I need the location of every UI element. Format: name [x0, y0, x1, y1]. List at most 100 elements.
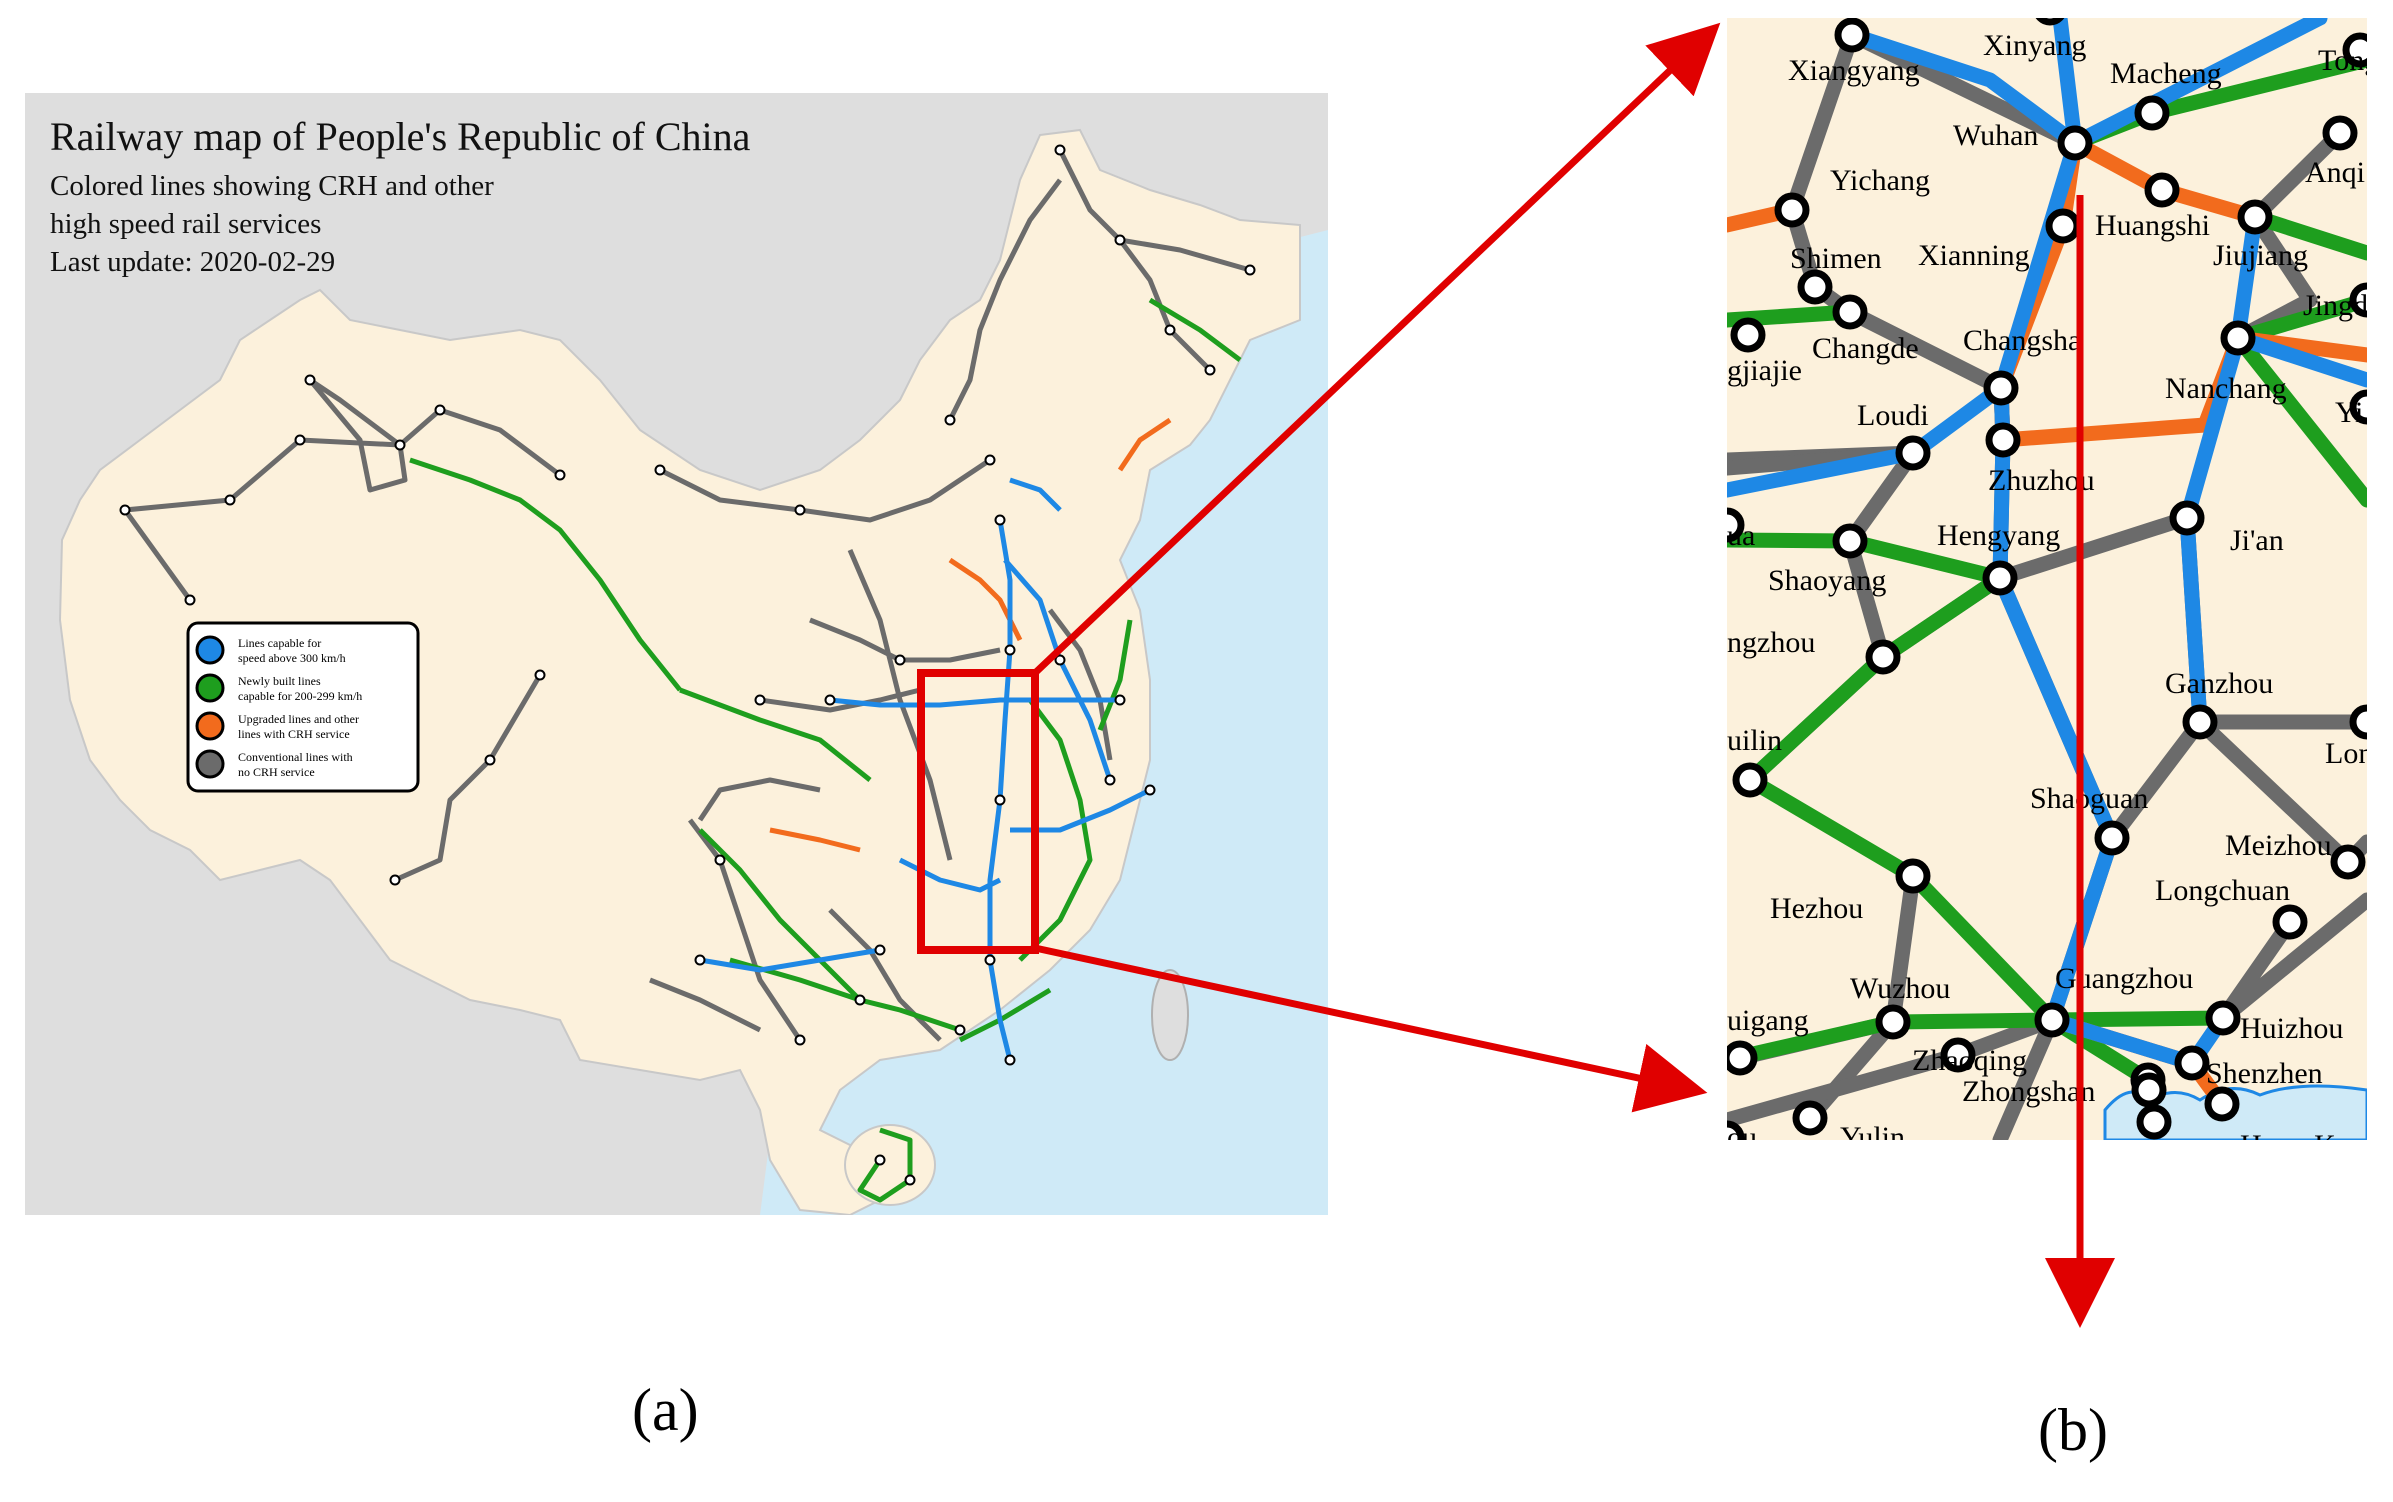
zoom-arrow-bottom: [1034, 944, 1708, 1113]
zoom-arrow-top: [1032, 22, 1721, 676]
station-a: [944, 414, 956, 426]
station-shaoyang: [1832, 523, 1868, 559]
station-a: [1164, 324, 1176, 336]
station-a: [1054, 654, 1066, 666]
station-maoming: [1727, 1120, 1745, 1140]
city-label-xianning: Xianning: [1918, 239, 2030, 272]
station-zhaoqing: [1940, 1037, 1976, 1073]
station-hezhou: [1895, 858, 1931, 894]
legend-label-4-line2: no CRH service: [238, 765, 315, 779]
map-title: Railway map of People's Republic of Chin…: [50, 114, 751, 159]
rail-line-a-conventional: [1057, 148, 1212, 372]
legend-swatch-3: [195, 711, 225, 741]
station-hongkong: [2204, 1086, 2240, 1122]
station-shenzhen: [2174, 1045, 2210, 1081]
panel-a-map: Railway map of People's Republic of Chin…: [25, 93, 1328, 1215]
rail-line-a-conventional: [308, 378, 408, 493]
rail-line-a-conventional: [658, 457, 992, 523]
rail-line-a-upgraded: [1117, 417, 1172, 472]
station-a: [904, 1174, 916, 1186]
rail-line-a-conventional: [649, 977, 762, 1033]
rail-line-b-conventional: [1992, 1012, 2060, 1140]
caption-a: (a): [632, 1377, 699, 1443]
station-wuhan: [2057, 125, 2093, 161]
rail-line-a-conventional: [1119, 237, 1251, 273]
caption-b: (b): [2038, 1397, 2108, 1463]
city-label-guilin: uilin: [1727, 724, 1782, 757]
city-label-hezhou: Hezhou: [1770, 892, 1863, 925]
rail-line-a-conventional: [122, 508, 193, 602]
station-a: [554, 469, 566, 481]
rail-line-a-hsr: [829, 697, 1120, 708]
city-label-zhongshan: Zhongshan: [1962, 1075, 2095, 1108]
legend-swatch-4: [195, 749, 225, 779]
city-label-jian: Ji'an: [2230, 524, 2284, 557]
rail-line-a-new: [1148, 297, 1242, 362]
zoom-highlight-box: [917, 669, 1039, 954]
legend-swatch-2: [195, 673, 225, 703]
city-label-longyan: Longya: [2325, 737, 2393, 770]
station-a: [874, 944, 886, 956]
station-xiangyang: [1834, 18, 1870, 53]
station-a: [754, 694, 766, 706]
station-a: [484, 754, 496, 766]
rail-line-b-conventional: [2247, 125, 2348, 225]
station-longchuan: [2272, 904, 2308, 940]
city-label-tongling: Tongli: [2318, 44, 2393, 77]
city-label-guigang: uigang: [1727, 1004, 1809, 1037]
station-guangzhou: [2034, 1002, 2070, 1038]
station-yichang: [1774, 192, 1810, 228]
rail-line-a-new: [857, 1127, 913, 1203]
legend-label-3-line2: lines with CRH service: [238, 727, 350, 741]
rail-line-b-new: [1727, 1010, 2231, 1068]
station-shimen: [1797, 269, 1833, 305]
station-a: [1004, 644, 1016, 656]
station-a: [1054, 144, 1066, 156]
city-label-shaoguan: Shaoguan: [2030, 782, 2148, 815]
station-a: [304, 374, 316, 386]
station-a: [1144, 784, 1156, 796]
rail-line-a-new: [679, 687, 872, 782]
station-a: [394, 439, 406, 451]
legend-swatch-1: [195, 635, 225, 665]
city-label-longchuan: Longchuan: [2155, 874, 2290, 907]
legend-label-1-line1: Lines capable for: [238, 636, 321, 650]
station-shaoguan: [2094, 820, 2130, 856]
rail-line-a-conventional: [828, 908, 942, 1042]
city-label-zhangjiajie: gjiajie: [1727, 354, 1802, 387]
legend-label-2-line2: capable for 200-299 km/h: [238, 689, 362, 703]
station-nanchang: [2220, 320, 2256, 356]
rail-line-a-conventional: [308, 377, 402, 447]
city-label-guangzhou: Guangzhou: [2055, 962, 2193, 995]
station-huaihua: [1727, 507, 1745, 543]
city-label-shimen: Shimen: [1790, 242, 1882, 275]
taiwan-island: [1151, 969, 1189, 1061]
map-subtitle-1: Colored lines showing CRH and other: [50, 170, 494, 202]
city-label-changsha: Changsha: [1963, 324, 2081, 357]
station-a: [294, 434, 306, 446]
rail-line-b-hsr: [2179, 209, 2263, 730]
station-meizhou: [2330, 844, 2366, 880]
station-a: [1004, 1054, 1016, 1066]
city-label-meizhou: Meizhou: [2225, 829, 2332, 862]
rail-line-b-hsr: [2067, 18, 2328, 151]
station-a: [794, 1034, 806, 1046]
station-a: [994, 794, 1006, 806]
city-label-loudi: Loudi: [1857, 399, 1929, 432]
legend-label-3-line1: Upgraded lines and other: [238, 712, 359, 726]
rail-line-a-conventional: [1048, 608, 1113, 761]
station-jian: [2169, 500, 2205, 536]
rail-line-a-conventional: [697, 777, 821, 822]
station-zhuzhou: [1985, 422, 2021, 458]
station-huangshi: [2144, 172, 2180, 208]
station-a: [714, 854, 726, 866]
station-a: [694, 954, 706, 966]
station-wuzhou: [1875, 1004, 1911, 1040]
station-a: [794, 504, 806, 516]
station-anqing: [2322, 115, 2358, 151]
city-label-jingde: Jingde: [2303, 289, 2381, 322]
city-label-zhaoqing: Zhaoqing: [1912, 1044, 2027, 1077]
station-ganzhou: [2182, 704, 2218, 740]
rail-line-a-conventional: [688, 818, 803, 1042]
